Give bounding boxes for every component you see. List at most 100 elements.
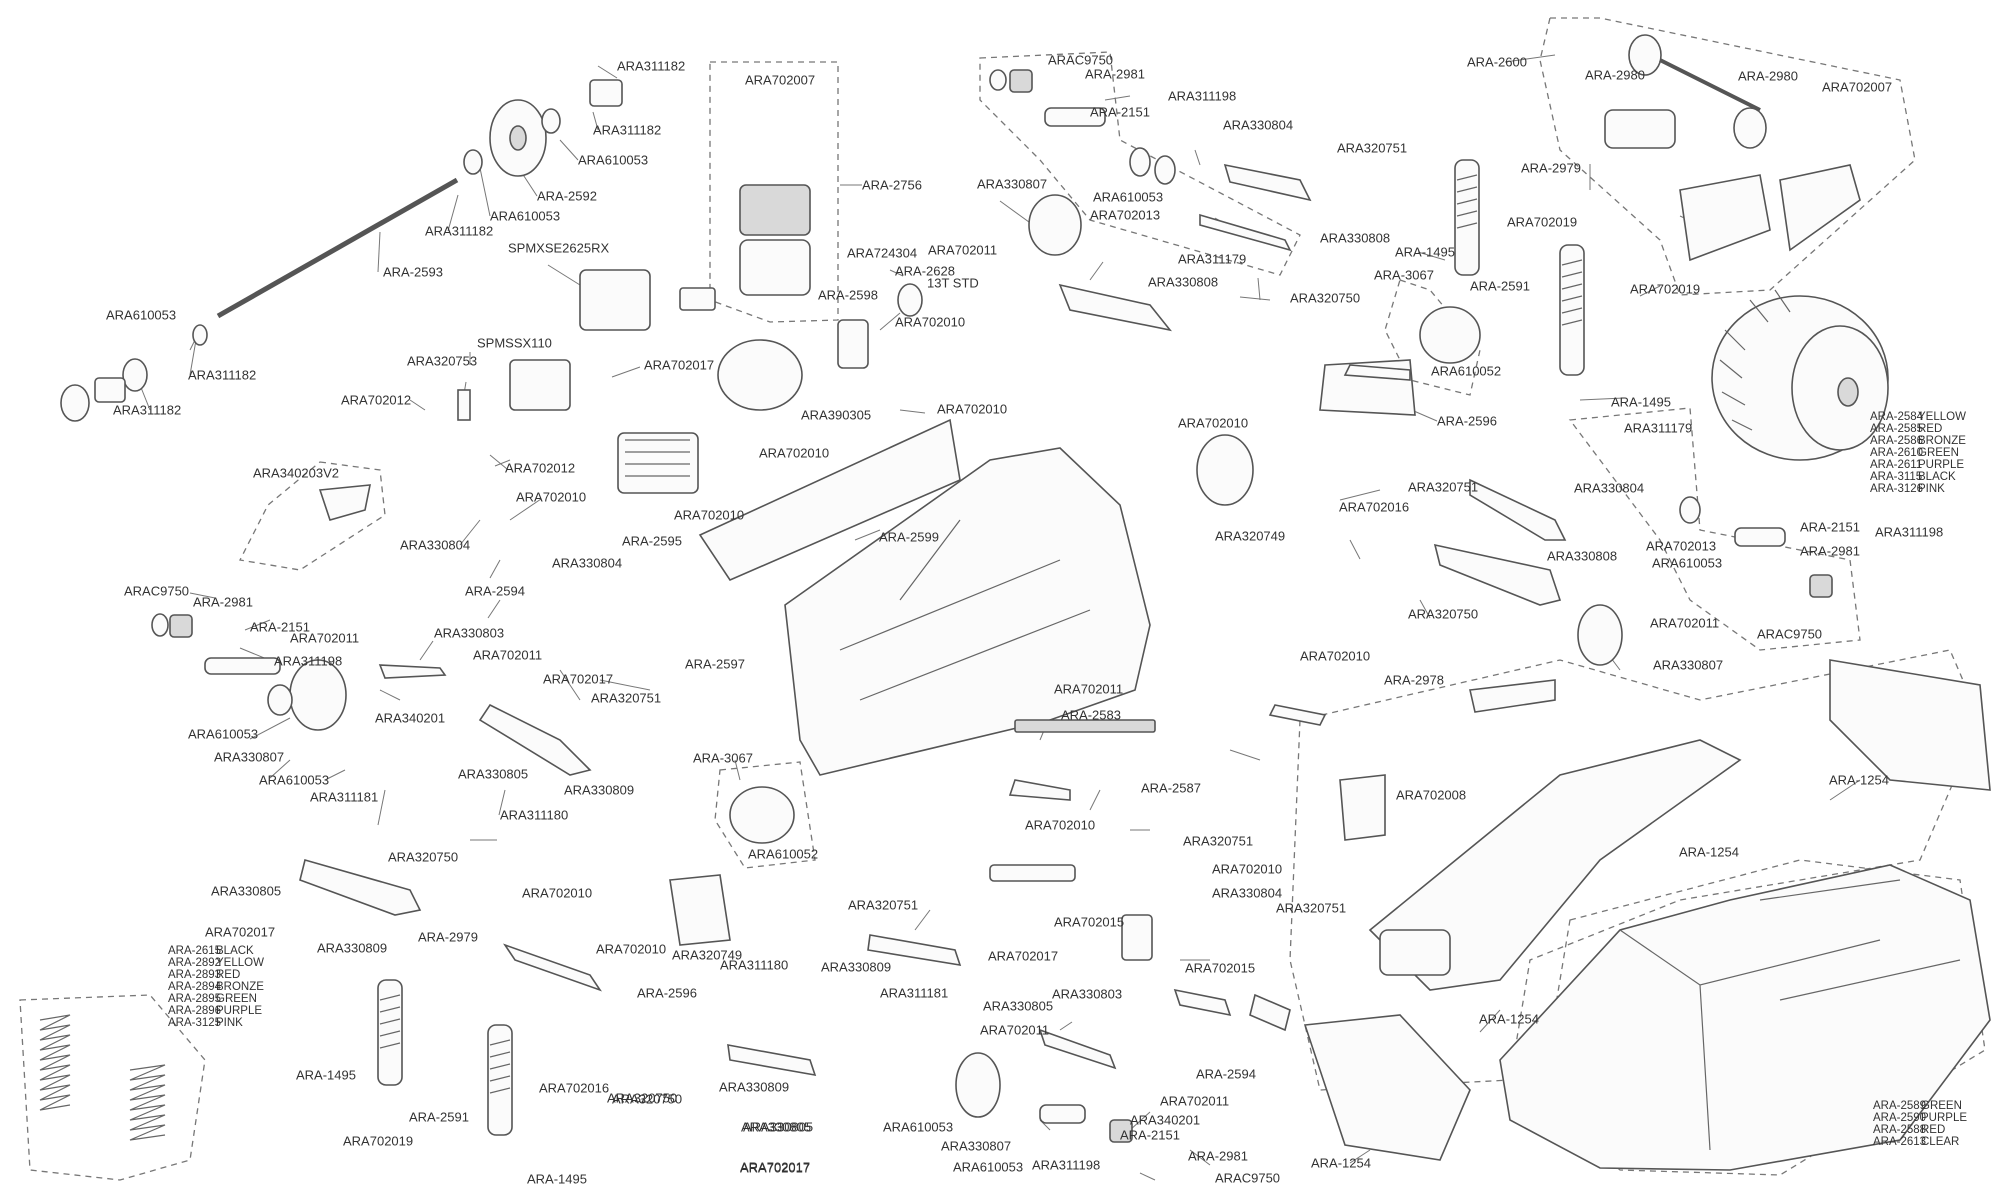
part-label: ARA311182: [593, 122, 662, 138]
part-label: ARA330805: [983, 998, 1054, 1014]
part-label: ARA-2594: [465, 583, 525, 599]
part-label: ARA-2599: [879, 529, 939, 545]
body-color-item: ARA-2588RED: [1873, 1124, 1946, 1136]
part-label: ARA-2595: [622, 533, 682, 549]
part-label: ARA311198: [1875, 524, 1944, 540]
group-outline-steering-link: [239, 461, 386, 571]
part-label: ARA330804: [1574, 480, 1645, 496]
part-label: ARA-2594: [1196, 1066, 1256, 1082]
part-label: ARA-2151: [1800, 519, 1860, 535]
wheel-color-list: ARA-2584YELLOW ARA-2585RED ARA-2586BRONZ…: [1870, 411, 1966, 495]
part-label: ARA702007: [1822, 79, 1893, 95]
part-label: ARA702011: [928, 242, 998, 258]
part-label: ARA702010: [895, 314, 966, 330]
part-label: SPMXSE2625RX: [508, 240, 610, 256]
part-label: ARA702017: [644, 357, 715, 373]
part-label: ARA-1495: [296, 1067, 356, 1083]
shock: [377, 979, 403, 1086]
part-label: ARA311182: [113, 402, 182, 418]
part-label: ARA702010: [516, 489, 587, 505]
wheel-color-item: ARA-2610GREEN: [1870, 447, 1959, 459]
part-label: ARA610053: [883, 1119, 954, 1135]
group-outline-fan: [709, 61, 839, 323]
group-outline-front-hub: [979, 51, 1301, 276]
part-label: ARA330805: [458, 766, 529, 782]
part-label: ARA330808: [1320, 230, 1391, 246]
part-label: ARA311182: [425, 223, 494, 239]
part-label: ARA702011: [290, 630, 360, 646]
part-label: ARA320750: [388, 849, 459, 865]
part-label: ARA-2592: [537, 188, 597, 204]
part-label: ARA610053: [188, 726, 259, 742]
part-label: ARA702015: [1054, 914, 1125, 930]
part-label: ARA-1495: [1611, 394, 1671, 410]
part-label: ARA702013: [1646, 538, 1717, 554]
truck-body: [1499, 864, 1991, 1171]
wheel-color-item: ARA-2585RED: [1870, 423, 1943, 435]
part-label: ARA330809: [564, 782, 635, 798]
wheel-color-item: ARA-3115BLACK: [1870, 471, 1956, 483]
part-label: ARA320751: [1276, 900, 1347, 916]
part-label: ARA340201: [1130, 1112, 1201, 1128]
part-label: ARA-2600: [1467, 54, 1527, 70]
lower-arm: [1433, 543, 1562, 606]
part-label: ARA330809: [821, 959, 892, 975]
wheel-color-item: ARA-2611PURPLE: [1870, 459, 1965, 471]
part-label: ARA702013: [1090, 207, 1161, 223]
part-label: ARA-3067: [693, 750, 753, 766]
spring-color-item: ARA-2895GREEN: [168, 993, 257, 1005]
part-label: ARA330804: [1223, 117, 1294, 133]
part-label: ARA320750: [1408, 606, 1479, 622]
part-label: ARA330807: [941, 1138, 1012, 1154]
group-outline-rear-axle: [1539, 17, 1916, 296]
spring-color-item: ARA-2894BRONZE: [168, 981, 264, 993]
part-label: ARA320749: [1215, 528, 1286, 544]
part-label: ARA702016: [1339, 499, 1410, 515]
spring: [39, 1014, 71, 1111]
part-label: ARA702010: [1178, 415, 1249, 431]
part-label: ARA311181: [310, 789, 379, 805]
part-label: ARA320753: [407, 353, 478, 369]
part-label: ARA330805: [741, 1119, 812, 1135]
part-label: ARA702011: [1650, 615, 1720, 631]
part-label: ARAC9750: [1215, 1170, 1281, 1186]
part-label: ARA-2756: [862, 177, 922, 193]
part-label: ARA-2591: [1470, 278, 1530, 294]
part-label: ARA702017: [740, 1160, 811, 1176]
part-label: ARA-2981: [1800, 543, 1860, 559]
part-label: ARA311198: [274, 653, 343, 669]
part-label: ARA610052: [1431, 363, 1502, 379]
body-color-list: ARA-2589GREEN ARA-2590PURPLE ARA-2588RED…: [1873, 1100, 1967, 1148]
part-label: ARA702011: [473, 647, 543, 663]
part-label: ARA320749: [672, 947, 743, 963]
part-label: ARA-3067: [1374, 267, 1434, 283]
hub: [1679, 174, 1771, 262]
part-label: ARA-1254: [1311, 1155, 1371, 1171]
part-label: ARA-2978: [1384, 672, 1444, 688]
part-label: ARAC9750: [124, 583, 190, 599]
part-label: ARA702017: [740, 1159, 811, 1175]
servo: [509, 359, 571, 411]
part-label: ARA-2598: [818, 287, 878, 303]
spring: [129, 1064, 166, 1141]
part-label: ARA330803: [434, 625, 505, 641]
bearing: [541, 108, 561, 134]
part-label: ARA320750: [607, 1090, 678, 1106]
spring-color-item: ARA-2896PURPLE: [168, 1005, 263, 1017]
part-label: ARA311198: [1032, 1157, 1101, 1173]
part-label: ARA702017: [205, 924, 276, 940]
part-label: ARA311182: [617, 58, 686, 74]
diff: [729, 786, 795, 844]
part-label: ARA702011: [1054, 681, 1124, 697]
part-label: ARA702010: [522, 885, 593, 901]
part-label: ARA610052: [748, 846, 819, 862]
spring-color-item: ARA-2893RED: [168, 969, 241, 981]
part-label: ARA-2981: [193, 594, 253, 610]
wheel-color-item: ARA-2584YELLOW: [1870, 411, 1966, 423]
spring-color-item: ARA-2615BLACK: [168, 945, 254, 957]
part-label: ARA311179: [1178, 251, 1247, 267]
part-label: ARA610053: [106, 307, 177, 323]
part-label: ARA-1254: [1479, 1011, 1539, 1027]
part-label: ARA-2596: [637, 985, 697, 1001]
